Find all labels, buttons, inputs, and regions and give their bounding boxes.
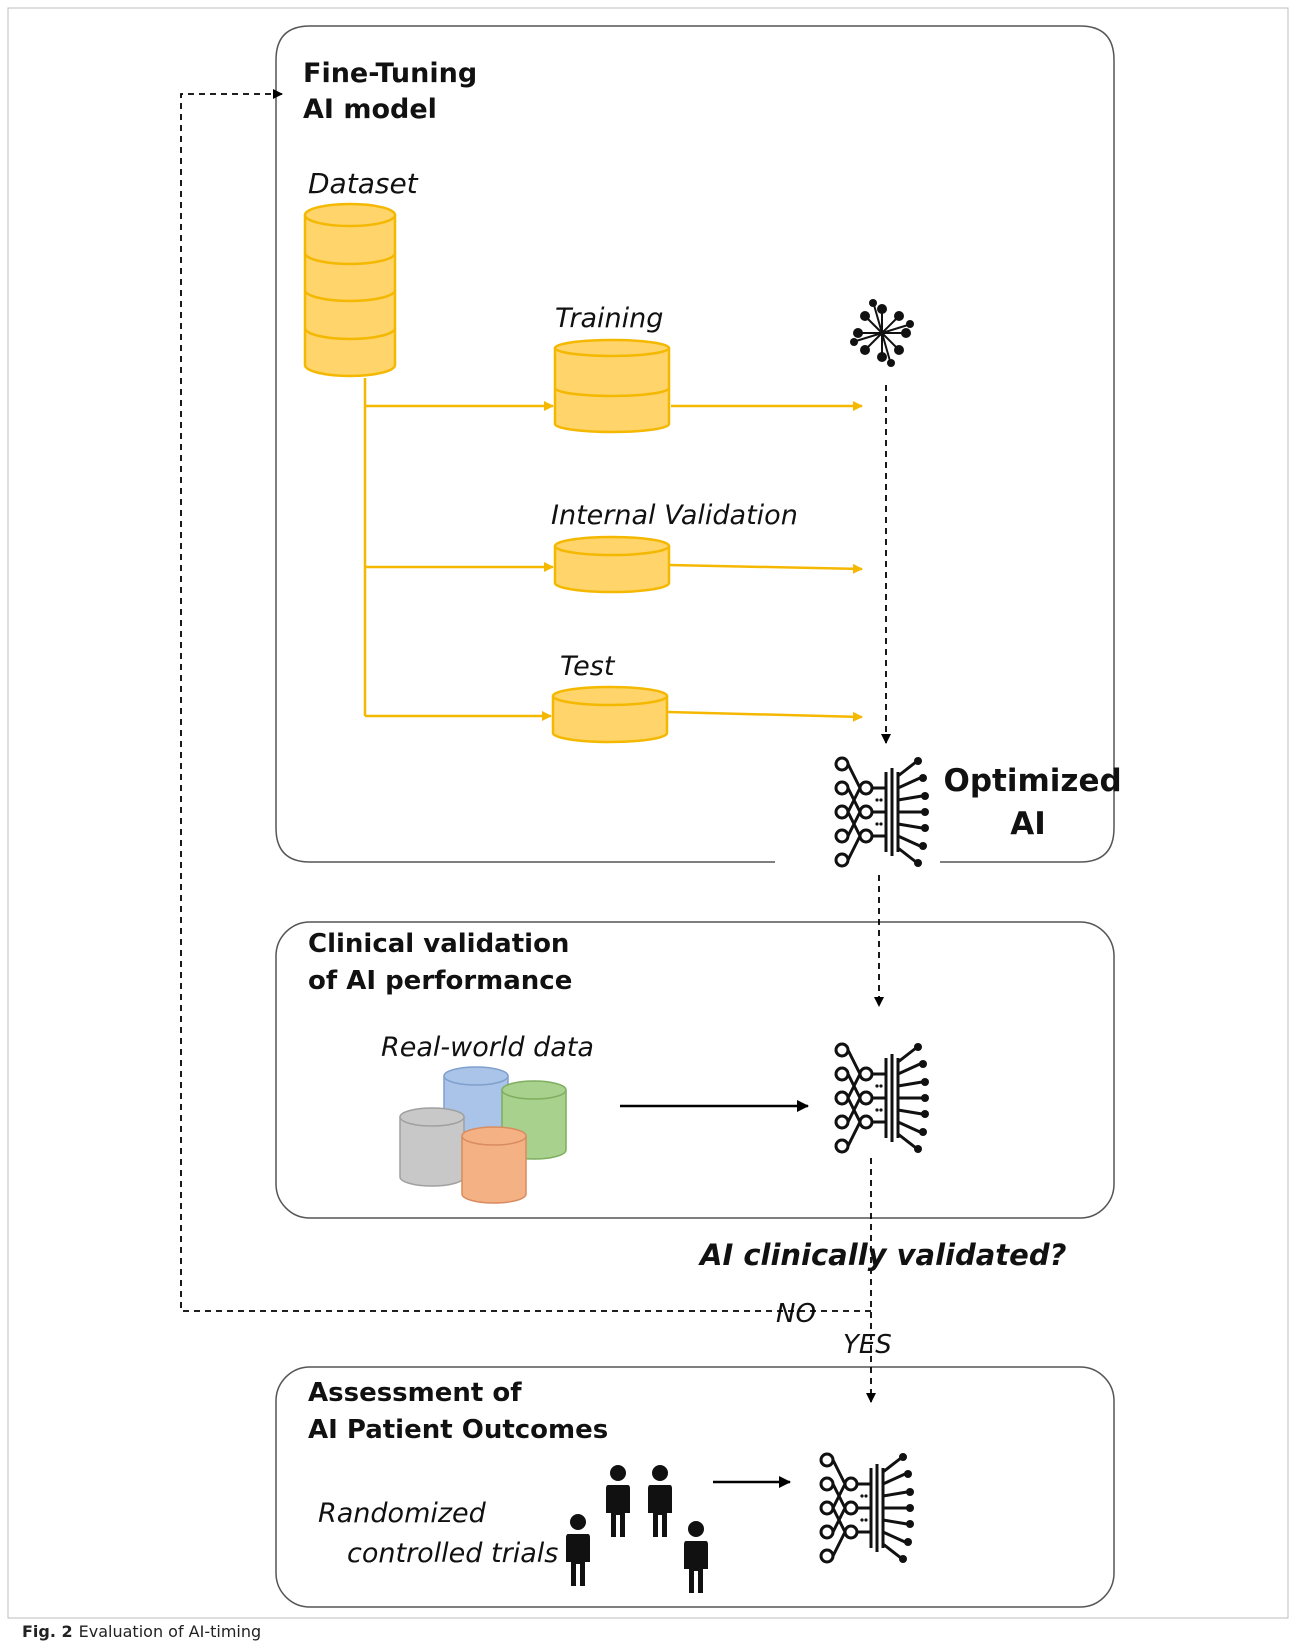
optimized-ai-label: Optimized AI [944, 763, 1133, 842]
dataset-label: Dataset [308, 167, 419, 200]
clinical-validation-title: Clinical validation of AI performance [308, 929, 579, 996]
assessment-title: Assessment of AI Patient Outcomes [308, 1378, 608, 1445]
internal-validation-label: Internal Validation [551, 500, 798, 531]
person-icon [684, 1521, 708, 1593]
person-icon [648, 1465, 672, 1537]
assessment-box [275, 1366, 1115, 1608]
rct-label: Randomized controlled trials [318, 1498, 558, 1569]
figure-frame [7, 7, 1289, 1619]
training-database-icon [553, 338, 671, 434]
fine-tuning-title: Fine-Tuning AI model [303, 58, 487, 125]
real-world-databases-icon [399, 1066, 567, 1204]
dataset-database-icon [303, 202, 397, 378]
figure-caption: Fig. 2 Evaluation of AI-timing [22, 1622, 261, 1641]
figure-caption-text: Evaluation of AI-timing [78, 1622, 262, 1641]
person-icon [606, 1465, 630, 1537]
clinical-question-label: AI clinically validated? [698, 1238, 1067, 1272]
fine-tuning-box [275, 25, 1115, 863]
no-feedback-loop-arrow [180, 89, 871, 1312]
no-label: NO [776, 1299, 816, 1329]
test-label: Test [560, 651, 616, 682]
assessment-ai-network-icon [819, 1451, 916, 1565]
internal-validation-database-icon [553, 535, 671, 594]
test-database-icon [551, 685, 669, 744]
clinical-ai-network-icon [834, 1041, 931, 1155]
optimized-ai-network-icon [834, 755, 931, 869]
split-lines [363, 378, 863, 722]
network-hub-icon [850, 299, 914, 367]
person-icon [566, 1514, 590, 1586]
clinical-validation-box [275, 921, 1115, 1219]
real-world-data-label: Real-world data [381, 1032, 594, 1063]
training-label: Training [555, 303, 663, 334]
yes-label: YES [843, 1330, 892, 1360]
figure-caption-label: Fig. 2 [22, 1622, 73, 1641]
